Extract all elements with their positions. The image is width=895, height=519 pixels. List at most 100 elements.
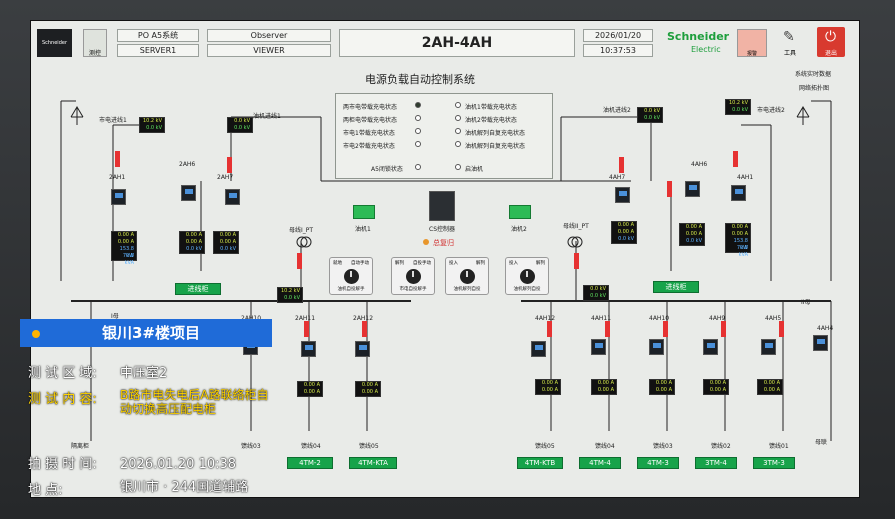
corner-label-right: 母联 bbox=[815, 439, 828, 446]
time-display: 10:37:53 bbox=[583, 44, 653, 57]
feeder-tag-1: 4TM-2 bbox=[287, 457, 333, 469]
status-radio-right-2[interactable] bbox=[455, 115, 461, 121]
cabinet-4AH11[interactable] bbox=[591, 339, 606, 355]
status-radio-left-3[interactable] bbox=[415, 128, 421, 134]
link-network-topology[interactable]: 网络拓扑图 bbox=[799, 85, 830, 92]
meter-4AH6-l2: 0.00 A bbox=[685, 231, 702, 237]
brand-line1: Schneider bbox=[667, 30, 730, 43]
system-name: PO A5系统 bbox=[117, 29, 199, 42]
cabinet-4AH9[interactable] bbox=[703, 339, 718, 355]
feeder-label-8: 馈线01 bbox=[769, 443, 789, 450]
status-radio-left-2[interactable] bbox=[415, 115, 421, 121]
meter-pt-right-v1: 0.0 kV bbox=[590, 286, 606, 292]
status-radio-a5[interactable] bbox=[415, 164, 421, 170]
genset1-label: 油机1 bbox=[355, 226, 371, 233]
cabinet-2AH10[interactable] bbox=[243, 339, 258, 355]
cabinet-4AH6[interactable] bbox=[685, 181, 700, 197]
meter-4AH7-l1: 0.00 A bbox=[617, 222, 634, 228]
tools-button[interactable]: 工具 bbox=[783, 50, 796, 57]
feeder-label-5: 馈线04 bbox=[595, 443, 615, 450]
meter-4AH7-l2: 0.00 A bbox=[617, 229, 634, 235]
meter-4AH11-l1: 0.00 A bbox=[597, 380, 614, 386]
meter-pt-right-v2: 0.0 kV bbox=[590, 293, 606, 299]
feeder-label-1: 馈线03 bbox=[241, 443, 261, 450]
status-left-1: 两市电带载充电状态 bbox=[343, 104, 398, 111]
meter-2AH7-lower: 0.00 A 0.00 A 0.0 kV bbox=[213, 231, 239, 254]
meter-2AH1-lower: 0.00 A 0.00 A 153.8 kW 70.8 kVA bbox=[111, 231, 137, 266]
knob-mains-auto[interactable]: 解列自投手动 市电自投解手 bbox=[391, 257, 435, 295]
alarm-button[interactable]: 报警 bbox=[737, 29, 767, 57]
cabinet-2AH6[interactable] bbox=[181, 185, 196, 201]
user-name: VIEWER bbox=[207, 44, 331, 57]
meter-4AH10-l2: 0.00 A bbox=[655, 387, 672, 393]
knob1-label: 油机自投解手 bbox=[337, 287, 365, 292]
meter-2AH11-l2: 0.00 A bbox=[303, 389, 320, 395]
status-radio-right-1[interactable] bbox=[455, 102, 461, 108]
breaker-4AH5: 4AH5 bbox=[765, 315, 782, 322]
meter-4AH7-v1: 0.0 kV bbox=[644, 108, 660, 114]
page-title: 2AH-4AH bbox=[339, 29, 575, 57]
hmi-screen: Schneider 测控 PO A5系统 SERVER1 Observer VI… bbox=[30, 20, 860, 498]
cabinet-2AH11[interactable] bbox=[301, 341, 316, 357]
gen-in-label-left: 油机进线1 bbox=[253, 113, 281, 120]
meter-4AH7-v2: 0.0 kV bbox=[644, 115, 660, 121]
meter-2AH6-l1: 0.00 A bbox=[185, 232, 202, 238]
tie-cabinet-left: 进线柜 bbox=[175, 283, 221, 295]
knob4-dial bbox=[520, 269, 535, 284]
meter-4AH9-l1: 0.00 A bbox=[709, 380, 726, 386]
meter-2AH7-v1: 0.0 kV bbox=[234, 118, 250, 124]
cabinet-4AH10[interactable] bbox=[649, 339, 664, 355]
controller-icon[interactable] bbox=[429, 191, 455, 221]
status-radio-right-3[interactable] bbox=[455, 128, 461, 134]
status-panel bbox=[335, 93, 553, 179]
meter-4AH7-lower: 0.00 A 0.00 A 0.0 kV bbox=[611, 221, 637, 244]
cabinet-4AH4[interactable] bbox=[813, 335, 828, 351]
status-radio-left-1[interactable] bbox=[415, 102, 421, 108]
status-left-2: 两柜电带载充电状态 bbox=[343, 117, 398, 124]
status-radio-start[interactable] bbox=[455, 164, 461, 170]
server-name: SERVER1 bbox=[117, 44, 199, 57]
cabinet-4AH7[interactable] bbox=[615, 187, 630, 203]
cabinet-2AH12[interactable] bbox=[355, 341, 370, 357]
meter-2AH1-v1: 10.2 kV bbox=[142, 118, 162, 124]
feeder-label-2: 馈线04 bbox=[301, 443, 321, 450]
bus-label-left: I母 bbox=[111, 313, 119, 320]
line-label-left: 市电进线1 bbox=[99, 117, 127, 124]
status-radio-left-4[interactable] bbox=[415, 141, 421, 147]
meter-4AH1-v1: 10.2 kV bbox=[728, 100, 748, 106]
meter-4AH1-v2: 0.0 kV bbox=[732, 107, 748, 113]
status-start: 启油机 bbox=[465, 166, 484, 173]
meter-2AH1-l1: 0.00 A bbox=[117, 232, 134, 238]
meter-2AH6-l2: 0.00 A bbox=[185, 239, 202, 245]
knob-genset-split-2[interactable]: 投入解列 油机解列自投 bbox=[505, 257, 549, 295]
test-button[interactable]: 测控 bbox=[83, 29, 107, 57]
user-role: Observer bbox=[207, 29, 331, 42]
cabinet-2AH7[interactable] bbox=[225, 189, 240, 205]
exit-button[interactable]: 退出 bbox=[817, 27, 845, 57]
knob4-label: 油机解列自投 bbox=[513, 287, 541, 292]
meter-pt-left: 10.2 kV 0.0 kV bbox=[277, 287, 303, 303]
knob-genset-auto[interactable]: 就地自动手动 油机自投解手 bbox=[329, 257, 373, 295]
link-realtime-data[interactable]: 系统实时数据 bbox=[795, 71, 832, 78]
meter-4AH11-lower: 0.00 A 0.00 A bbox=[591, 379, 617, 395]
feeder-label-4: 馈线05 bbox=[535, 443, 555, 450]
cabinet-4AH1[interactable] bbox=[731, 185, 746, 201]
knob3-dial bbox=[460, 269, 475, 284]
breaker-4AH6: 4AH6 bbox=[691, 161, 708, 168]
meter-2AH6-lower: 0.00 A 0.00 A 0.0 kV bbox=[179, 231, 205, 254]
knob2-left: 解列 bbox=[395, 261, 404, 266]
bus-label-right: II母 bbox=[801, 299, 811, 306]
cabinet-4AH12[interactable] bbox=[531, 341, 546, 357]
cabinet-4AH5[interactable] bbox=[761, 339, 776, 355]
knob-genset-split-1[interactable]: 投入解列 油机解列自投 bbox=[445, 257, 489, 295]
cabinet-2AH1[interactable] bbox=[111, 189, 126, 205]
power-icon: ⏻ bbox=[825, 29, 837, 45]
status-radio-right-4[interactable] bbox=[455, 141, 461, 147]
status-left-4: 市电2带载充电状态 bbox=[343, 143, 395, 150]
breaker-2AH11: 2AH11 bbox=[295, 315, 316, 322]
total-reset-button[interactable]: 总复归 bbox=[433, 239, 454, 247]
feeder-tag-2: 4TM-KTA bbox=[349, 457, 397, 469]
breaker-4AH9: 4AH9 bbox=[709, 315, 726, 322]
meter-4AH6-l3: 0.0 kV bbox=[686, 238, 702, 244]
meter-4AH11-l2: 0.00 A bbox=[597, 387, 614, 393]
